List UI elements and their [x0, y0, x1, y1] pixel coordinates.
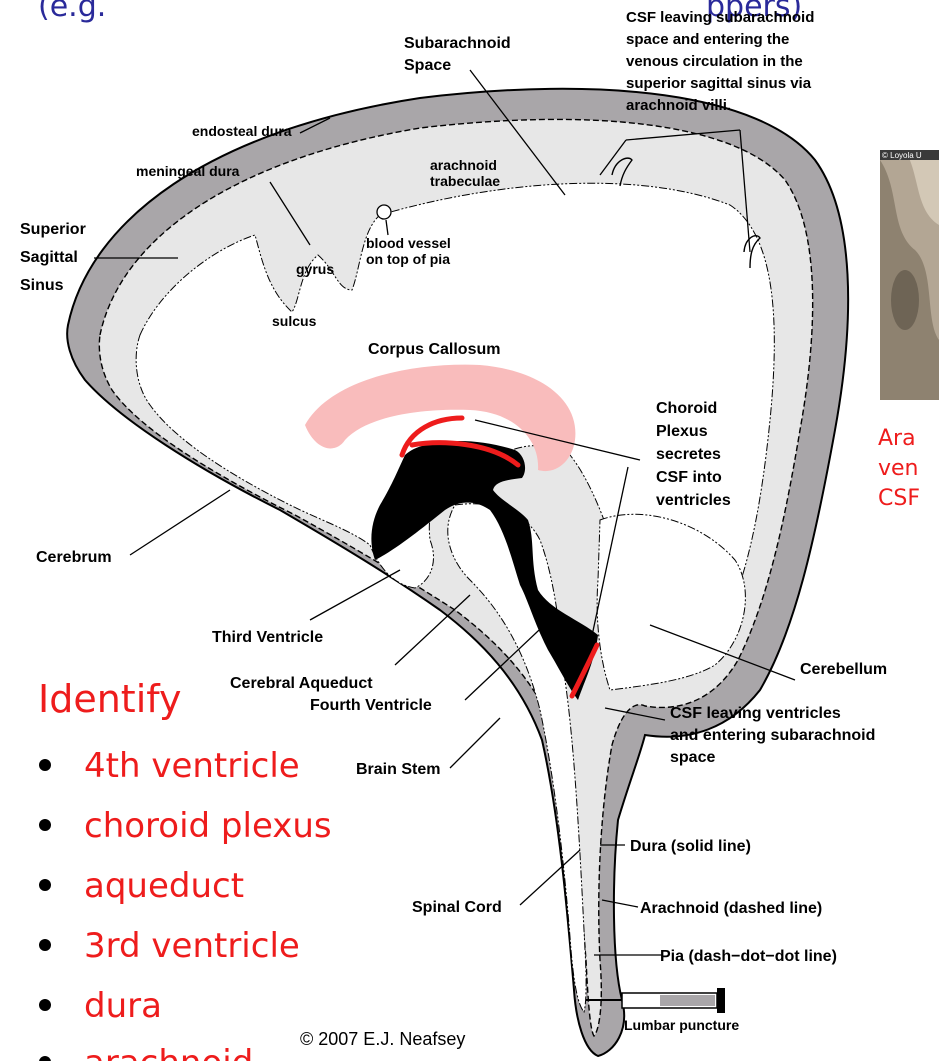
label-superior-sagittal-sinus-1: Superior — [20, 221, 86, 238]
identify-item-2: choroid plexus — [84, 806, 332, 846]
choroid-plexus-line-1: Choroid — [656, 400, 717, 417]
bullet-5 — [39, 999, 51, 1011]
identify-item-1: 4th ventricle — [84, 746, 300, 786]
choroid-plexus-line-5: ventricles — [656, 492, 731, 509]
label-cerebellum: Cerebellum — [800, 661, 887, 678]
label-gyrus: gyrus — [296, 261, 334, 277]
photo-credit: © Loyola U — [882, 151, 922, 160]
label-spinal-cord: Spinal Cord — [412, 899, 502, 916]
csf-leaving-subarachnoid-line-2: space and entering the — [626, 31, 789, 48]
label-csf-leaving-subarachnoid: CSF leaving subarachnoid space and enter… — [626, 9, 814, 114]
photo-caption-line-3: CSF — [878, 486, 920, 511]
identify-item-4: 3rd ventricle — [84, 926, 300, 966]
csf-leaving-subarachnoid-line-4: superior sagittal sinus via — [626, 75, 812, 92]
photo-caption-line-2: ven — [878, 456, 919, 481]
csf-leaving-subarachnoid-line-3: venous circulation in the — [626, 53, 803, 70]
label-fourth-ventricle: Fourth Ventricle — [310, 697, 432, 714]
bullet-4 — [39, 939, 51, 951]
csf-leaving-subarachnoid-line-5: arachnoid villi. — [626, 97, 731, 114]
identify-item-6: arachnoid — [84, 1043, 253, 1061]
label-cerebrum: Cerebrum — [36, 549, 112, 566]
label-arachnoid-trabeculae-2: trabeculae — [430, 173, 500, 189]
label-csf-leaving-ventricles: CSF leaving ventricles and entering suba… — [670, 705, 875, 766]
choroid-plexus-line-2: Plexus — [656, 423, 708, 440]
bullet-6 — [39, 1056, 51, 1061]
photo-caption-line-1: Ara — [878, 426, 916, 451]
label-endosteal-dura: endosteal dura — [192, 123, 292, 139]
label-superior-sagittal-sinus-2: Sagittal — [20, 249, 78, 266]
label-lumbar-puncture: Lumbar puncture — [624, 1017, 739, 1033]
label-blood-vessel-2: on top of pia — [366, 251, 450, 267]
choroid-plexus-line-4: CSF into — [656, 469, 722, 486]
label-subarachnoid-space-1: Subarachnoid — [404, 35, 511, 52]
label-arachnoid-trabeculae-1: arachnoid — [430, 157, 497, 173]
identify-heading: Identify — [38, 677, 181, 721]
title-fragment: (e.g. — [38, 0, 106, 24]
identify-item-3: aqueduct — [84, 866, 244, 906]
bullet-2 — [39, 819, 51, 831]
label-cerebral-aqueduct: Cerebral Aqueduct — [230, 675, 373, 692]
blood-vessel-marker — [377, 205, 391, 219]
label-subarachnoid-space-2: Space — [404, 57, 451, 74]
csf-leaving-subarachnoid-line-1: CSF leaving subarachnoid — [626, 9, 814, 26]
identify-list: Identify 4th ventricle choroid plexus aq… — [38, 677, 332, 1061]
bullet-1 — [39, 759, 51, 771]
identify-item-5: dura — [84, 986, 162, 1026]
label-blood-vessel-1: blood vessel — [366, 235, 451, 251]
label-sulcus: sulcus — [272, 313, 317, 329]
label-corpus-callosum: Corpus Callosum — [368, 341, 500, 358]
bullet-3 — [39, 879, 51, 891]
choroid-plexus-line-3: secretes — [656, 446, 721, 463]
label-superior-sagittal-sinus-3: Sinus — [20, 277, 64, 294]
label-third-ventricle: Third Ventricle — [212, 629, 323, 646]
csf-leaving-ventricles-line-3: space — [670, 749, 715, 766]
label-meningeal-dura: meningeal dura — [136, 163, 240, 179]
label-brain-stem: Brain Stem — [356, 761, 440, 778]
arachnoid-villi-photo: © Loyola U — [880, 150, 939, 400]
csf-leaving-ventricles-line-1: CSF leaving ventricles — [670, 705, 841, 722]
copyright-notice: © 2007 E.J. Neafsey — [300, 1029, 465, 1049]
label-pia: Pia (dash−dot−dot line) — [660, 948, 837, 965]
csf-leaving-ventricles-line-2: and entering subarachnoid — [670, 727, 875, 744]
label-arachnoid-dashed: Arachnoid (dashed line) — [640, 900, 822, 917]
label-dura-solid: Dura (solid line) — [630, 838, 751, 855]
